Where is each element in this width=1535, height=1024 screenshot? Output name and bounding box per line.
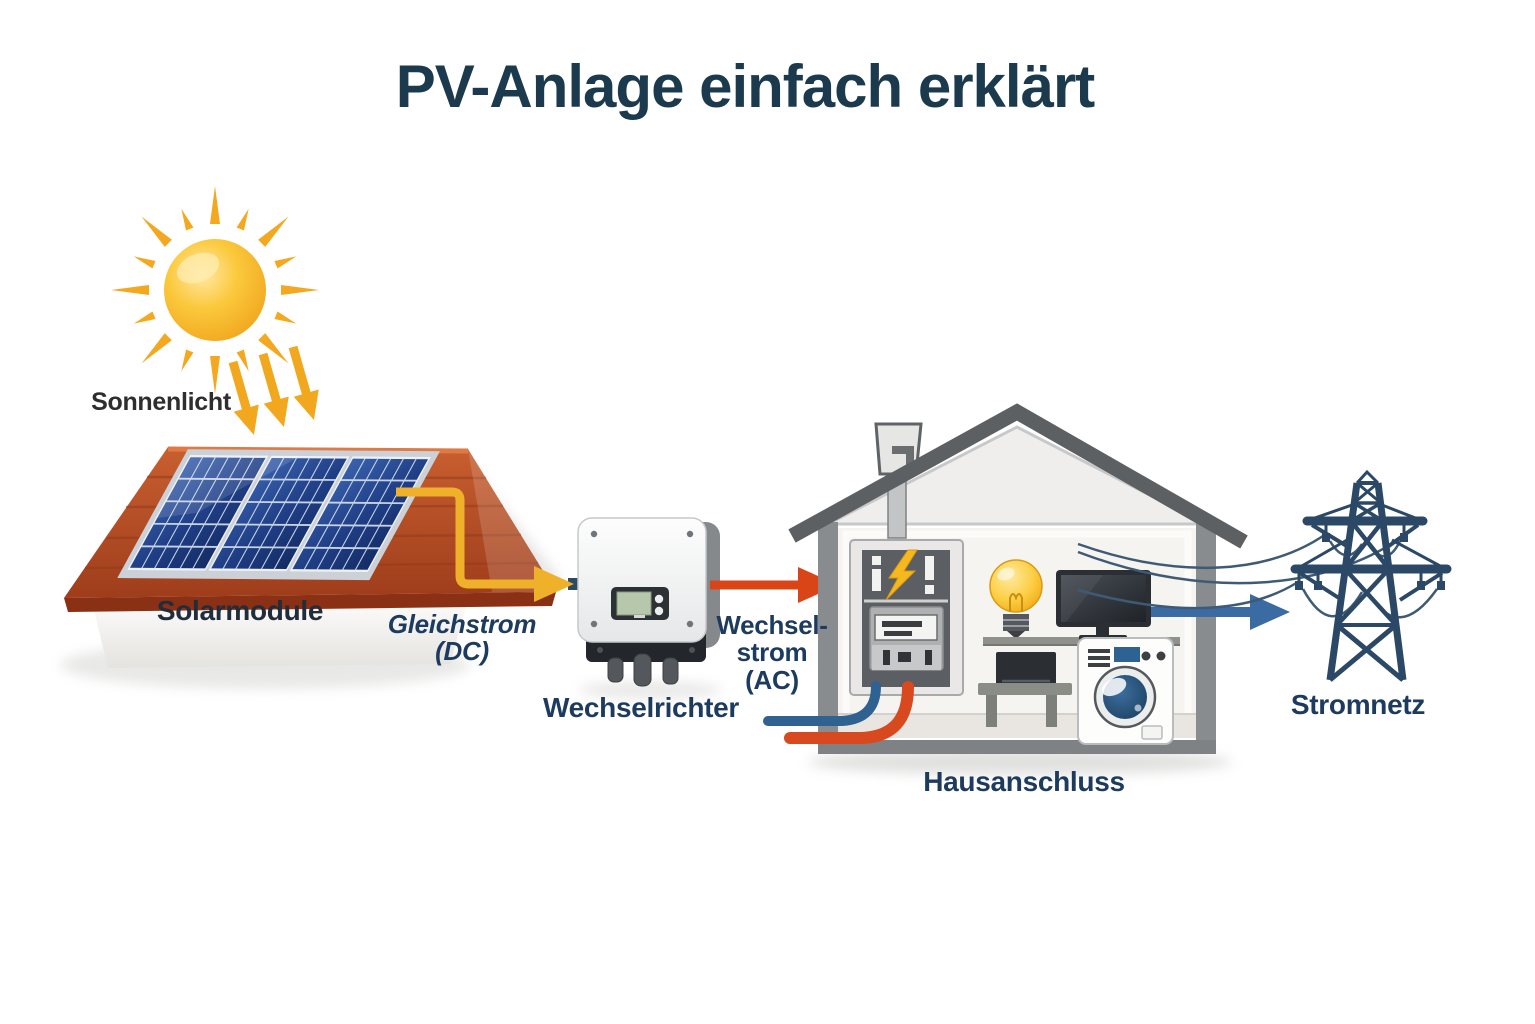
label-solar-modules: Solarmodule [156, 595, 324, 626]
solar-panels-icon [117, 449, 440, 581]
label-inverter: Wechselrichter [542, 692, 740, 723]
label-sunlight: Sonnenlicht [91, 388, 231, 416]
label-ac-current-line2: strom [736, 637, 808, 668]
label-dc-current-line2: (DC) [435, 636, 489, 667]
label-dc-current: Gleichstrom (DC) [387, 609, 537, 667]
grid-arrow-icon [1148, 594, 1290, 630]
label-house-connection: Hausanschluss [923, 766, 1125, 797]
label-ac-current: Wechsel- strom (AC) [716, 610, 828, 695]
label-power-grid: Stromnetz [1290, 689, 1426, 720]
inverter-icon [577, 517, 720, 687]
light-bulb-icon [989, 559, 1043, 639]
washing-machine-icon [1077, 637, 1174, 745]
panel-cables-icon [763, 681, 914, 744]
laptop-icon [996, 652, 1056, 686]
sunlight-arrows-icon [228, 345, 319, 436]
electrical-panel-icon [849, 539, 964, 696]
power-tower-icon [1290, 469, 1452, 682]
sun-icon [111, 186, 319, 394]
tv-icon [1056, 570, 1151, 640]
label-ac-current-line3: (AC) [745, 664, 799, 695]
label-ac-current-line1: Wechsel- [716, 610, 828, 640]
bench-icon [978, 683, 1072, 727]
label-dc-current-line1: Gleichstrom [387, 609, 537, 639]
page-title: PV-Anlage einfach erklärt [395, 53, 1096, 120]
